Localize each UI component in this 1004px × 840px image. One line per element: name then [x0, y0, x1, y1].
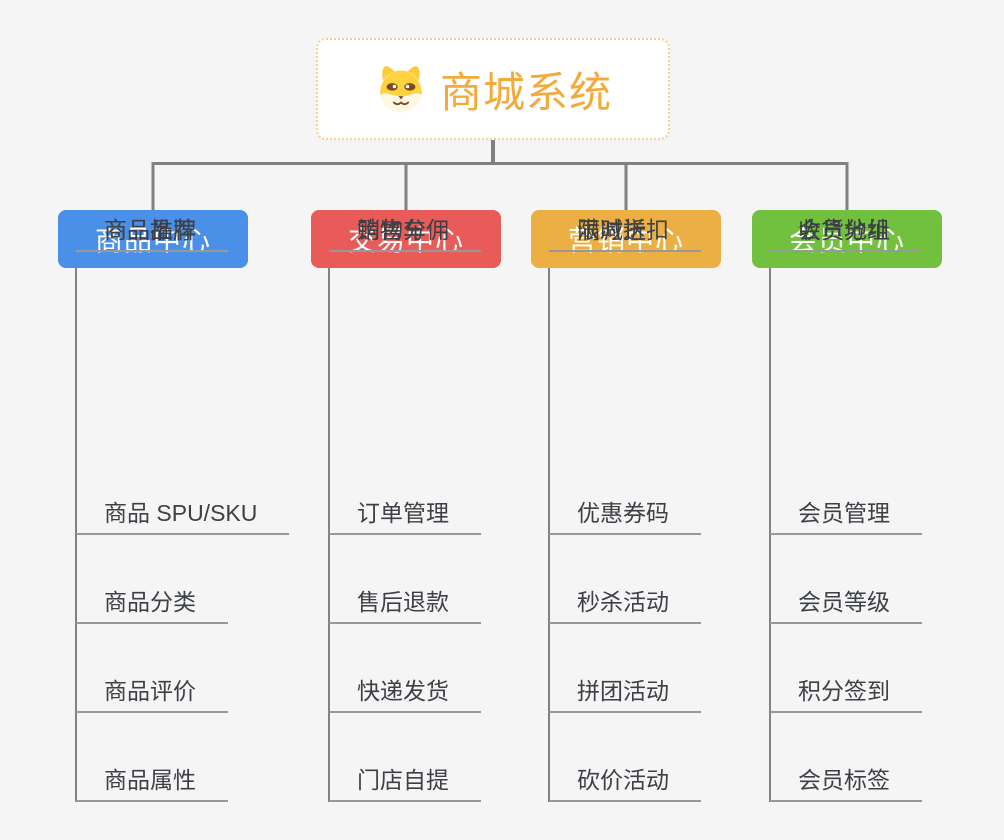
leaf-node[interactable]: 商品品牌: [76, 210, 228, 252]
branch-trade-center: 交易中心 订单管理 售后退款 快递发货 门店自提 购物车 销售分佣: [311, 210, 501, 810]
leaf-node[interactable]: 会员管理: [770, 493, 922, 535]
leaf-node[interactable]: 砍价活动: [549, 760, 701, 802]
leaf-node[interactable]: 快递发货: [329, 671, 481, 713]
branch-member-center: 会员中心 会员管理 会员等级 积分签到 会员标签 会员分组 收货地址: [752, 210, 942, 810]
leaf-node[interactable]: 秒杀活动: [549, 582, 701, 624]
leaf-node[interactable]: 商品分类: [76, 582, 228, 624]
leaf-node[interactable]: 门店自提: [329, 760, 481, 802]
leaf-node[interactable]: 满减送: [549, 210, 678, 252]
leaf-node[interactable]: 商品评价: [76, 671, 228, 713]
leaf-node[interactable]: 商品 SPU/SKU: [76, 493, 290, 535]
leaf-node[interactable]: 会员标签: [770, 760, 922, 802]
leaf-node[interactable]: 售后退款: [329, 582, 481, 624]
leaf-node[interactable]: 销售分佣: [329, 210, 481, 252]
branch-product-center: 商品中心 商品 SPU/SKU 商品分类 商品评价 商品属性 商品推荐 商品品牌: [58, 210, 290, 810]
leaf-node[interactable]: 订单管理: [329, 493, 481, 535]
leaf-node[interactable]: 会员等级: [770, 582, 922, 624]
branch-trunk-line: [75, 268, 77, 802]
leaf-node[interactable]: 积分签到: [770, 671, 922, 713]
branch-trunk-line: [328, 268, 330, 802]
shiba-dog-icon: [379, 66, 423, 113]
leaf-node[interactable]: 商品属性: [76, 760, 228, 802]
branch-trunk-line: [548, 268, 550, 802]
branch-marketing-center: 营销中心 优惠券码 秒杀活动 拼团活动 砍价活动 限时折扣 满减送: [531, 210, 721, 810]
leaf-node[interactable]: 拼团活动: [549, 671, 701, 713]
branch-trunk-line: [769, 268, 771, 802]
root-title: 商城系统: [439, 68, 612, 116]
leaf-node[interactable]: 优惠券码: [549, 493, 701, 535]
root-node[interactable]: 商城系统: [316, 38, 670, 140]
leaf-node[interactable]: 收货地址: [770, 210, 922, 252]
